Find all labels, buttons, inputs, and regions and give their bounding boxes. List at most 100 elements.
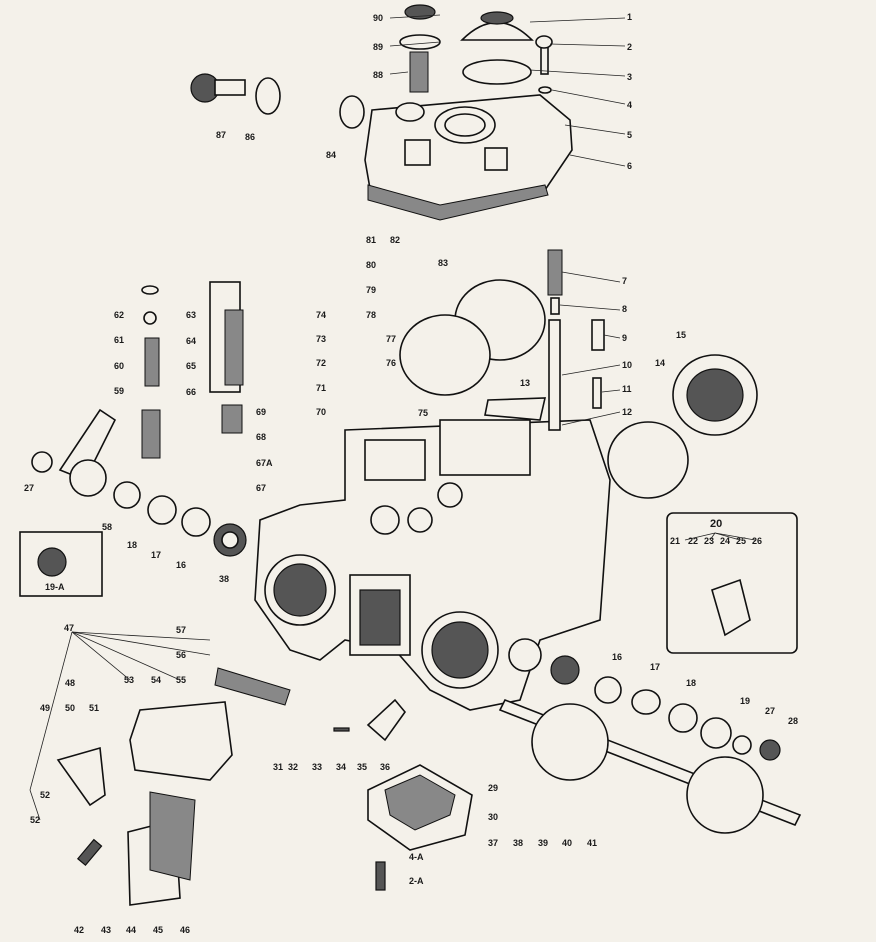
part-label-60: 60	[114, 361, 125, 371]
air-horn-cover	[364, 94, 573, 221]
part-label-14: 14	[655, 358, 666, 368]
throttle-shaft	[498, 698, 802, 834]
part-label-30: 30	[488, 812, 499, 822]
cover-gasket	[462, 59, 532, 85]
part-label-46: 46	[180, 925, 191, 935]
part-label-12: 12	[622, 407, 633, 417]
part-label-8: 8	[622, 304, 628, 314]
part-label-34: 34	[336, 762, 347, 772]
part-label-20: 20	[710, 518, 723, 530]
part-label-73: 73	[316, 334, 327, 344]
leader-lines	[29, 14, 756, 821]
part-label-15: 15	[676, 330, 687, 340]
part-label-53: 53	[124, 675, 135, 685]
part-label-33: 33	[312, 762, 323, 772]
bolt-42	[76, 838, 103, 867]
part-label-27-right: 27	[765, 706, 776, 716]
part-label-57: 57	[176, 625, 187, 635]
part-label-84: 84	[326, 150, 337, 160]
part-label-75: 75	[418, 408, 429, 418]
shaft-parts	[550, 655, 781, 761]
part-label-31: 31	[273, 762, 284, 772]
part-label-71: 71	[316, 383, 327, 393]
part-label-24: 24	[720, 536, 731, 546]
part-label-81: 81	[366, 235, 377, 245]
part-label-11: 11	[622, 384, 632, 394]
part-label-27-left: 27	[24, 483, 35, 493]
part-label-63: 63	[186, 310, 197, 320]
part-label-65: 65	[186, 361, 197, 371]
part-label-17-left: 17	[151, 550, 162, 560]
part-label-38-left: 38	[219, 574, 230, 584]
part-label-1: 1	[627, 12, 633, 22]
pump-assembly	[141, 281, 244, 459]
part-label-83: 83	[438, 258, 449, 268]
part-label-6: 6	[627, 161, 633, 171]
part-label-90: 90	[373, 13, 384, 23]
part-label-48: 48	[65, 678, 76, 688]
part-label-76: 76	[386, 358, 397, 368]
venturi-tubes	[399, 279, 758, 499]
part-label-55: 55	[176, 675, 187, 685]
part-label-61: 61	[114, 335, 125, 345]
part-label-25: 25	[736, 536, 747, 546]
part-label-52-upper: 52	[40, 790, 51, 800]
part-label-16-right: 16	[612, 652, 623, 662]
part-label-35: 35	[357, 762, 368, 772]
part-label-82: 82	[390, 235, 401, 245]
cover-plates	[127, 791, 196, 906]
part-label-64: 64	[186, 336, 197, 346]
part-label-66: 66	[186, 387, 197, 397]
part-label-69: 69	[256, 407, 267, 417]
part-label-74: 74	[316, 310, 327, 320]
part-19a	[37, 547, 67, 577]
part-label-2: 2	[627, 42, 633, 52]
part-label-44: 44	[126, 925, 137, 935]
part-label-89: 89	[373, 42, 384, 52]
part-label-38-right: 38	[513, 838, 524, 848]
bearings-left	[113, 481, 247, 557]
filter-plug	[399, 4, 441, 93]
part-label-18-left: 18	[127, 540, 138, 550]
part-label-18-right: 18	[686, 678, 697, 688]
part-label-52-lower: 52	[30, 815, 41, 825]
part-label-29: 29	[488, 783, 499, 793]
part-label-37: 37	[488, 838, 499, 848]
part-label-39: 39	[538, 838, 549, 848]
part-label-28: 28	[788, 716, 799, 726]
carburetor-body	[254, 419, 611, 711]
part-label-51: 51	[89, 703, 100, 713]
part-label-10: 10	[622, 360, 633, 370]
part-label-80: 80	[366, 260, 377, 270]
part-label-79: 79	[366, 285, 377, 295]
part-label-4a: 4-A	[409, 852, 424, 862]
part-label-7: 7	[622, 276, 628, 286]
part-label-41: 41	[587, 838, 598, 848]
part-label-16-left: 16	[176, 560, 187, 570]
part-label-50: 50	[65, 703, 76, 713]
part-label-19a: 19-A	[45, 582, 65, 592]
part-label-4: 4	[627, 100, 633, 110]
part-label-17-right: 17	[650, 662, 661, 672]
part-label-3: 3	[627, 72, 633, 82]
part-label-67: 67	[256, 483, 267, 493]
part-label-9: 9	[622, 333, 628, 343]
fuel-inlet-union	[190, 73, 365, 129]
part-label-87: 87	[216, 130, 227, 140]
part-label-54: 54	[151, 675, 162, 685]
pump-cover	[367, 764, 473, 851]
part-label-47: 47	[64, 623, 75, 633]
wing-nut	[460, 11, 534, 41]
part-label-32: 32	[288, 762, 299, 772]
part-label-13: 13	[520, 378, 531, 388]
lever-24	[711, 578, 751, 637]
part-label-88: 88	[373, 70, 384, 80]
lever-35	[366, 698, 407, 742]
part-label-36: 36	[380, 762, 391, 772]
part-label-26: 26	[752, 536, 763, 546]
part-label-2a: 2-A	[409, 876, 424, 886]
part-label-56: 56	[176, 650, 187, 660]
part-label-23: 23	[704, 536, 715, 546]
bolt-2a	[375, 861, 386, 891]
